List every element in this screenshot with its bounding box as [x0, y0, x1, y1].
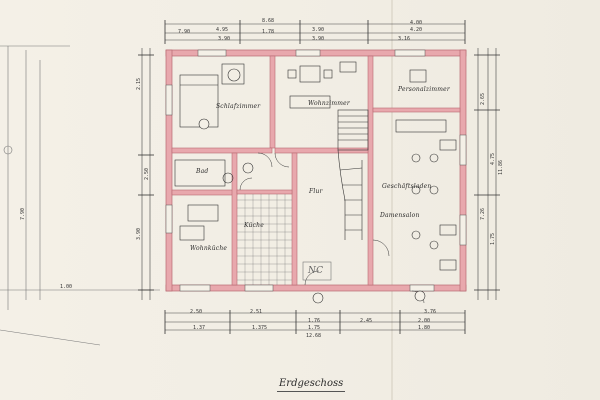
inner-walls [171, 55, 461, 286]
title-underline [277, 391, 345, 392]
label-geschaeftsladen: Geschäftsladen [382, 183, 432, 190]
dim-top-5: 4.00 [410, 20, 423, 26]
label-damensalon: Damensalon [380, 212, 420, 219]
wc [222, 172, 234, 184]
dim-top-1: 7.90 [178, 29, 191, 35]
dim-right-1: 2.65 [480, 92, 486, 105]
dim-top2-3: 3.16 [398, 36, 411, 42]
label-wohnzimmer: Wohnzimmer [308, 100, 350, 107]
dim-bottom2-1: 1.37 [193, 325, 206, 331]
bed [179, 74, 219, 128]
dim-misc-3: 4.20 [410, 27, 423, 33]
dim-top-2: 4.95 [216, 27, 229, 33]
drawing-title: Erdgeschoss [279, 378, 344, 389]
dim-left-3: 2.50 [144, 167, 150, 180]
dim-left-1: 2.15 [136, 77, 142, 90]
dim-left-2: 3.90 [136, 227, 142, 240]
label-kueche: Küche [244, 222, 264, 229]
dimension-lines [141, 23, 497, 331]
dim-left-4: 7.90 [20, 207, 26, 220]
dim-bottom2-4: 1.80 [418, 325, 431, 331]
label-wohnkueche: Wohnküche [190, 245, 228, 252]
kitchen-tiles [237, 194, 292, 285]
table-wohnkueche [187, 204, 219, 222]
label-personalzimmer: Personalzimmer [398, 86, 450, 93]
table-living [299, 65, 321, 83]
dim-right-2: 4.75 [490, 152, 496, 165]
dim-top2-2: 3.90 [312, 36, 325, 42]
bathtub [174, 159, 226, 187]
stamp-nc: NC [308, 266, 324, 276]
staircase [337, 109, 369, 240]
stamp-box [302, 261, 332, 281]
dim-misc-2: 3.76 [424, 309, 437, 315]
dim-bottom2-2: 1.375 [252, 325, 268, 331]
dim-bottom-3: 1.76 [308, 318, 321, 324]
dim-right-3: 7.26 [480, 207, 486, 220]
left-reference-lines [0, 45, 160, 346]
dimension-ticks [138, 20, 500, 334]
dim-overall-top: 8.68 [262, 18, 275, 24]
dim-top2-1: 3.90 [218, 36, 231, 42]
dim-bottom-2: 2.51 [250, 309, 263, 315]
dim-top-3: 1.78 [262, 29, 275, 35]
section-markers [198, 118, 426, 304]
furniture [174, 61, 457, 271]
label-schlafzimmer: Schlafzimmer [216, 103, 261, 110]
dim-bottom2-3: 1.75 [308, 325, 321, 331]
dim-bottom-5: 2.00 [418, 318, 431, 324]
dim-bottom-1: 2.50 [190, 309, 203, 315]
dim-misc-1: 1.00 [60, 284, 73, 290]
sofa [289, 95, 331, 109]
dim-overall-bottom: 12.68 [306, 333, 322, 339]
dim-right-4: 1.75 [490, 232, 496, 245]
windows [165, 49, 467, 292]
door-swings [239, 152, 425, 304]
dim-right-5: 11.86 [498, 159, 504, 175]
dim-top-4: 3.90 [312, 27, 325, 33]
dim-bottom-4: 2.45 [360, 318, 373, 324]
wardrobe [221, 63, 245, 85]
label-bad: Bad [196, 168, 209, 175]
label-flur: Flur [309, 188, 323, 195]
